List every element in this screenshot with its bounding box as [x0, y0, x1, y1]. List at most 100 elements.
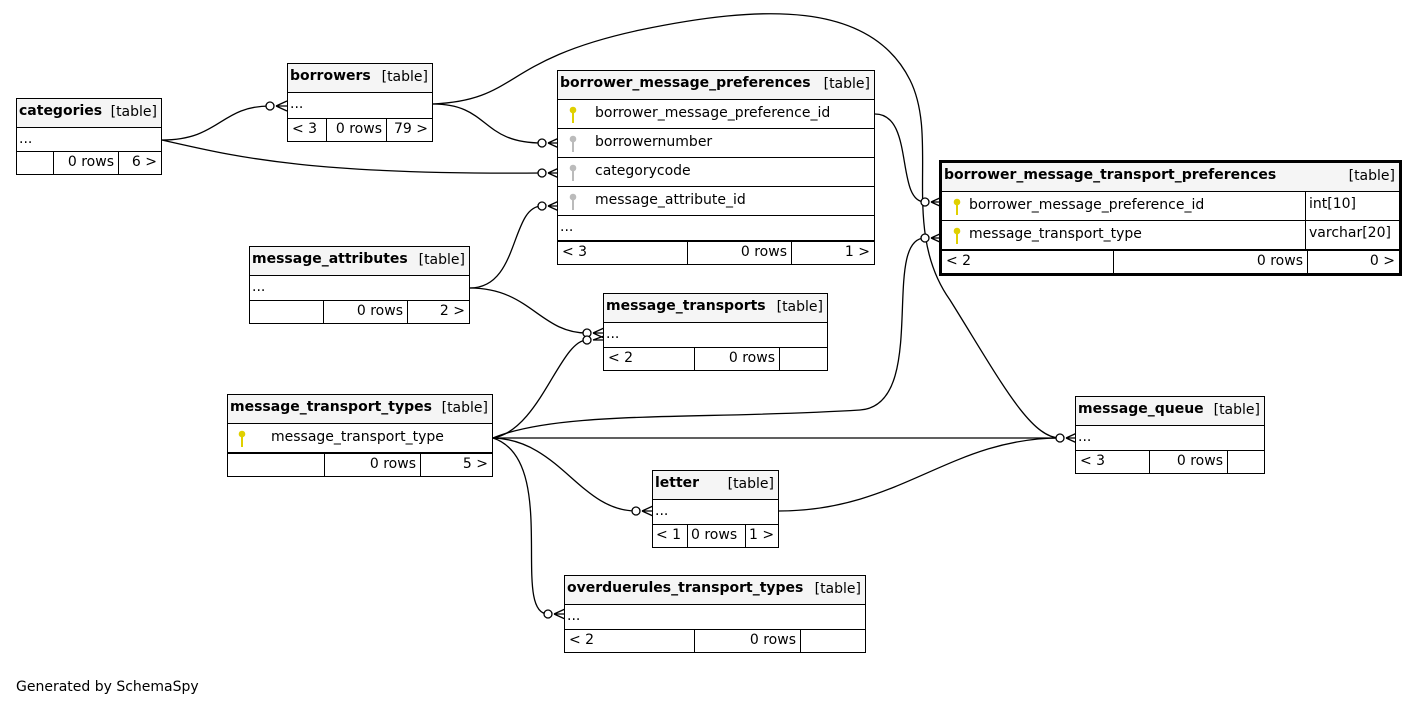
children-count: 6 >	[118, 152, 161, 174]
column-ellipsis: ...	[1076, 426, 1264, 451]
children-count: 0 >	[1307, 251, 1399, 273]
foreign-key-icon	[569, 193, 577, 210]
row-count: 0 rows	[694, 348, 779, 370]
table-message-attributes[interactable]: message_attributes [table] ... 0 rows 2 …	[249, 246, 470, 324]
table-type: [table]	[727, 476, 774, 492]
table-footer: < 2 0 rows 0 >	[942, 250, 1399, 273]
table-type: [table]	[110, 104, 157, 120]
table-type: [table]	[823, 76, 870, 92]
table-footer: < 3 0 rows 79 >	[288, 119, 432, 141]
foreign-key-icon	[569, 135, 577, 152]
table-header: overduerules_transport_types [table]	[565, 576, 865, 605]
parents-count: < 3	[562, 244, 588, 260]
table-type: [table]	[814, 581, 861, 597]
table-name: borrower_message_preferences	[560, 75, 811, 91]
column-row: borrower_message_preference_id int[10]	[942, 192, 1399, 221]
column-row: borrowernumber	[558, 129, 874, 158]
column-row: message_transport_type varchar[20]	[942, 221, 1399, 250]
table-header: borrower_message_transport_preferences […	[942, 163, 1399, 192]
row-count: 0 rows	[53, 152, 118, 174]
row-count: 0 rows	[1149, 451, 1227, 473]
table-header: message_attributes [table]	[250, 247, 469, 276]
table-borrower-message-preferences[interactable]: borrower_message_preferences [table] bor…	[557, 70, 875, 265]
table-message-transports[interactable]: message_transports [table] ... < 2 0 row…	[603, 293, 828, 371]
table-footer: < 3 0 rows 1 >	[558, 241, 874, 264]
column-type: varchar[20]	[1305, 221, 1399, 249]
table-footer: < 2 0 rows	[604, 348, 827, 370]
edge-categories-borrowers	[161, 100, 288, 141]
table-header: message_transports [table]	[604, 294, 827, 323]
table-letter[interactable]: letter [table] ... < 1 0 rows 1 >	[652, 470, 779, 548]
children-count	[800, 630, 865, 652]
children-count	[779, 348, 827, 370]
generated-by-note: Generated by SchemaSpy	[16, 679, 199, 695]
table-overduerules-transport-types[interactable]: overduerules_transport_types [table] ...…	[564, 575, 866, 653]
table-borrowers[interactable]: borrowers [table] ... < 3 0 rows 79 >	[287, 63, 433, 142]
foreign-key-icon	[569, 164, 577, 181]
column-name: borrowernumber	[595, 134, 713, 150]
parents-count: < 2	[946, 253, 972, 269]
table-header: borrower_message_preferences [table]	[558, 71, 874, 100]
table-header: message_transport_types [table]	[228, 395, 492, 424]
parents-count	[250, 301, 323, 323]
row-count: 0 rows	[323, 301, 407, 323]
table-name: overduerules_transport_types	[567, 580, 804, 596]
parents-count: < 3	[292, 121, 318, 137]
column-ellipsis: ...	[565, 605, 865, 630]
table-type: [table]	[1213, 402, 1260, 418]
column-ellipsis: ...	[288, 93, 432, 119]
table-type: [table]	[776, 299, 823, 315]
table-name: message_queue	[1078, 401, 1204, 417]
table-name: categories	[19, 103, 103, 119]
row-count: 0 rows	[1113, 251, 1307, 273]
row-count: 0 rows	[694, 630, 800, 652]
row-count: 0 rows	[687, 242, 791, 264]
column-ellipsis: ...	[250, 276, 469, 301]
table-footer: < 2 0 rows	[565, 630, 865, 652]
table-name: borrowers	[290, 68, 371, 84]
children-count: 1 >	[791, 242, 874, 264]
table-message-queue[interactable]: message_queue [table] ... < 3 0 rows	[1075, 396, 1265, 474]
table-footer: < 1 0 rows 1 >	[653, 525, 778, 547]
table-header: message_queue [table]	[1076, 397, 1264, 426]
column-name: borrower_message_preference_id	[969, 197, 1205, 213]
column-row: categorycode	[558, 158, 874, 187]
edge-letter-message-queue	[778, 432, 1078, 512]
table-message-transport-types[interactable]: message_transport_types [table] message_…	[227, 394, 493, 477]
parents-count: < 3	[1080, 453, 1106, 469]
column-type: int[10]	[1305, 192, 1399, 220]
table-header: letter [table]	[653, 471, 778, 500]
children-count: 79 >	[386, 119, 432, 141]
column-ellipsis: ...	[17, 128, 161, 152]
column-name: message_transport_type	[271, 429, 444, 445]
children-count	[1227, 451, 1264, 473]
table-borrower-message-transport-preferences[interactable]: borrower_message_transport_preferences […	[939, 160, 1402, 276]
children-count: 2 >	[407, 301, 469, 323]
edge-message-attributes-bmp	[469, 200, 560, 289]
column-name: borrower_message_preference_id	[595, 105, 831, 121]
edge-message-attributes-message-transports	[469, 287, 605, 339]
table-type: [table]	[1348, 168, 1395, 184]
column-name: message_transport_type	[969, 226, 1142, 242]
edge-mtt-message-transports	[492, 335, 605, 439]
parents-count	[17, 152, 53, 174]
row-count: 0 rows	[324, 454, 420, 476]
edge-mtt-overduerules	[492, 437, 566, 620]
column-row: message_attribute_id	[558, 187, 874, 216]
edge-mtt-letter	[492, 437, 654, 517]
parents-count: < 2	[608, 350, 634, 366]
table-type: [table]	[441, 400, 488, 416]
table-header: borrowers [table]	[288, 64, 432, 93]
edge-categories-bmp-categorycode	[161, 139, 560, 179]
table-name: letter	[655, 475, 700, 491]
parents-count: < 1	[656, 527, 682, 543]
table-name: borrower_message_transport_preferences	[944, 167, 1277, 183]
column-name: message_attribute_id	[595, 192, 746, 208]
table-footer: 0 rows 6 >	[17, 152, 161, 174]
children-count: 5 >	[420, 454, 492, 476]
table-categories[interactable]: categories [table] ... 0 rows 6 >	[16, 98, 162, 175]
primary-key-icon	[569, 106, 577, 123]
table-footer: 0 rows 2 >	[250, 301, 469, 323]
